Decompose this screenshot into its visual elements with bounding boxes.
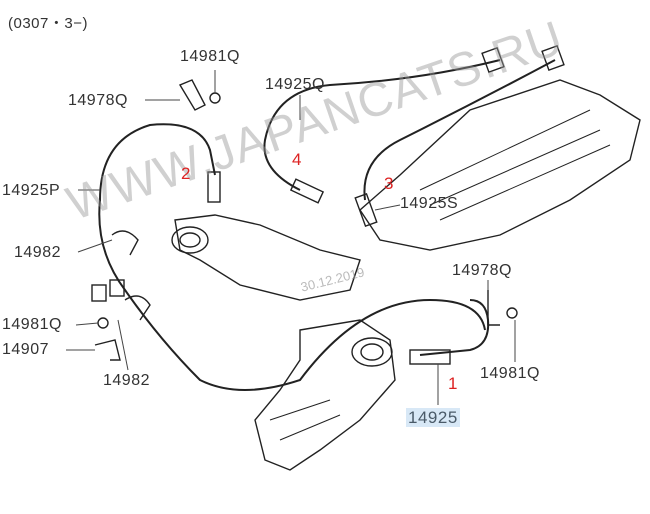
sensor-4 xyxy=(289,178,325,204)
clamp-14982-top xyxy=(111,230,139,256)
label-14925s[interactable]: 14925S xyxy=(400,195,459,212)
connector-a xyxy=(481,46,505,74)
sensor-2 xyxy=(207,171,221,203)
exhaust-manifold-front xyxy=(174,214,361,301)
callout-1: 1 xyxy=(448,374,458,393)
label-14981q-top[interactable]: 14981Q xyxy=(180,48,240,65)
label-14907[interactable]: 14907 xyxy=(2,341,49,358)
sensor-3 xyxy=(354,192,378,228)
label-14982-left[interactable]: 14982 xyxy=(14,244,61,261)
label-14925p[interactable]: 14925P xyxy=(2,182,61,199)
bracket-14907 xyxy=(94,339,121,361)
bolt-14981q-left xyxy=(97,317,109,329)
cable-14925s xyxy=(363,59,556,201)
bracket-14978q-top xyxy=(178,79,206,111)
label-14925[interactable]: 14925 xyxy=(406,408,460,428)
label-14982-bottom[interactable]: 14982 xyxy=(103,372,150,389)
bolt-14981q-top xyxy=(209,92,221,104)
label-14981q-right[interactable]: 14981Q xyxy=(480,365,540,382)
label-14925-text: 14925 xyxy=(406,408,460,427)
bracket-14978q-right xyxy=(487,290,500,326)
exhaust-pipe-lower xyxy=(254,319,396,471)
callout-2: 2 xyxy=(181,164,191,183)
callout-3: 3 xyxy=(384,174,394,193)
diagram-code: (0307・3−) xyxy=(8,15,88,32)
connector-b xyxy=(541,44,565,72)
bolt-14981q-right xyxy=(506,307,518,319)
cable-14925p xyxy=(98,123,486,391)
sensor-1 xyxy=(409,349,451,365)
label-14978q-right[interactable]: 14978Q xyxy=(452,262,512,279)
callout-4: 4 xyxy=(292,150,302,169)
cable-14925q xyxy=(263,59,501,191)
label-14925q[interactable]: 14925Q xyxy=(265,76,325,93)
cable-14925 xyxy=(419,299,490,356)
label-14978q-top[interactable]: 14978Q xyxy=(68,92,128,109)
label-14981q-left[interactable]: 14981Q xyxy=(2,316,62,333)
exhaust-manifold-rear xyxy=(359,79,641,251)
clamp-14982-bottom xyxy=(124,295,151,321)
